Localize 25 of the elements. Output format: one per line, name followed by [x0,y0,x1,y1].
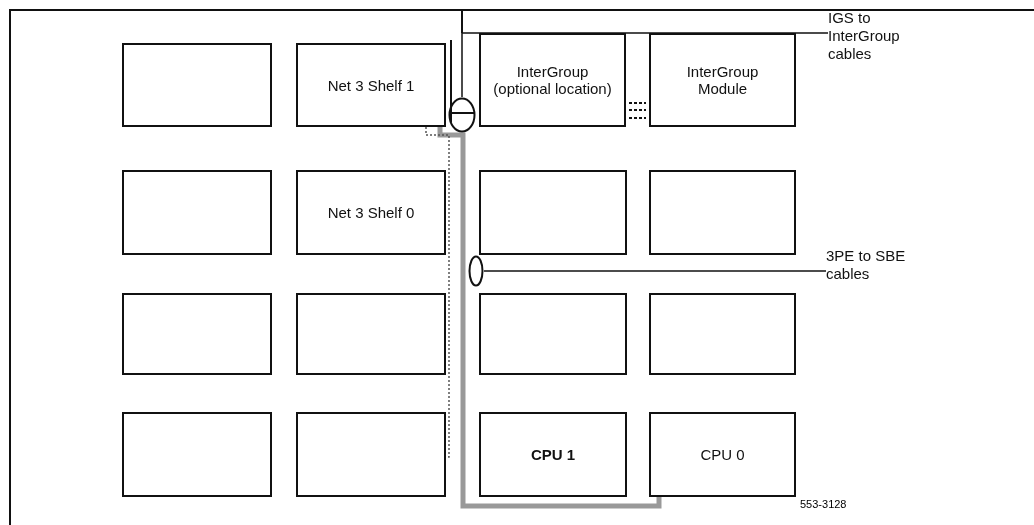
module-box [296,412,446,497]
module-box: InterGroup (optional location) [479,33,626,127]
module-box [296,293,446,375]
leader-line [461,32,829,98]
cable-line [425,126,450,458]
callout-label: 3PE to SBE cables [826,244,926,286]
module-box [479,170,627,255]
cable-bundle-ellipse [468,255,484,287]
module-box [122,43,272,127]
module-box [122,293,272,375]
module-box [649,170,796,255]
module-box [479,293,627,375]
module-box: CPU 0 [649,412,796,497]
callout-label: IGS to InterGroup cables [828,4,924,68]
module-box: InterGroup Module [649,33,796,127]
module-box: Net 3 Shelf 0 [296,170,446,255]
module-box: Net 3 Shelf 1 [296,43,446,127]
cable-line [437,127,662,509]
module-box: CPU 1 [479,412,627,497]
figure-number: 553-3128 [800,498,847,510]
leader-line [483,270,827,272]
module-box [122,170,272,255]
cable-bundle-ellipse [448,97,476,133]
module-box [649,293,796,375]
module-box [122,412,272,497]
